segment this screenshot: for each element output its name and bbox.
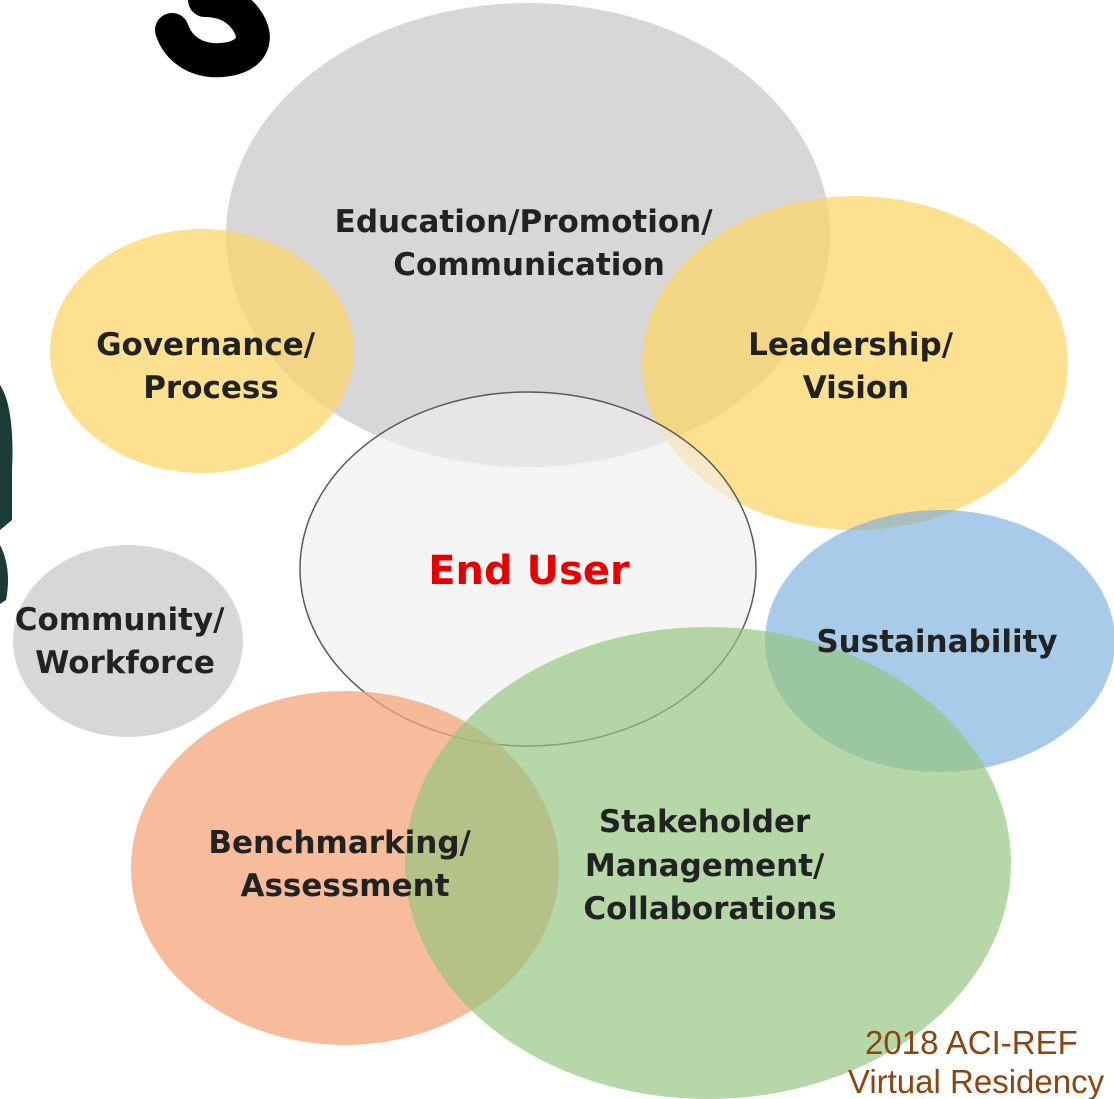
footer-line-1: 2018 ACI-REF bbox=[865, 1024, 1078, 1061]
benchmarking-label: Benchmarking/ Assessment bbox=[208, 825, 481, 904]
sustainability-label: Sustainability bbox=[816, 624, 1057, 660]
footer-caption: 2018 ACI-REF Virtual Residency bbox=[848, 1024, 1105, 1099]
left-photo-edge bbox=[0, 385, 13, 604]
stakeholder-label: Stakeholder Management/ Collaborations bbox=[583, 804, 836, 927]
education-label: Education/Promotion/ Communication bbox=[335, 204, 724, 283]
governance-label: Governance/ Process bbox=[96, 327, 326, 406]
cropped-title-fragment bbox=[155, 0, 270, 78]
footer-line-2: Virtual Residency bbox=[848, 1063, 1105, 1099]
leadership-label: Leadership/ Vision bbox=[748, 327, 964, 406]
leadership-bubble bbox=[642, 196, 1068, 530]
end-user-label: End User bbox=[428, 548, 630, 594]
community-label: Community/ Workforce bbox=[15, 602, 236, 681]
governance-bubble bbox=[50, 229, 354, 473]
stakeholder-bubble bbox=[405, 627, 1011, 1099]
community-bubble bbox=[13, 545, 243, 737]
